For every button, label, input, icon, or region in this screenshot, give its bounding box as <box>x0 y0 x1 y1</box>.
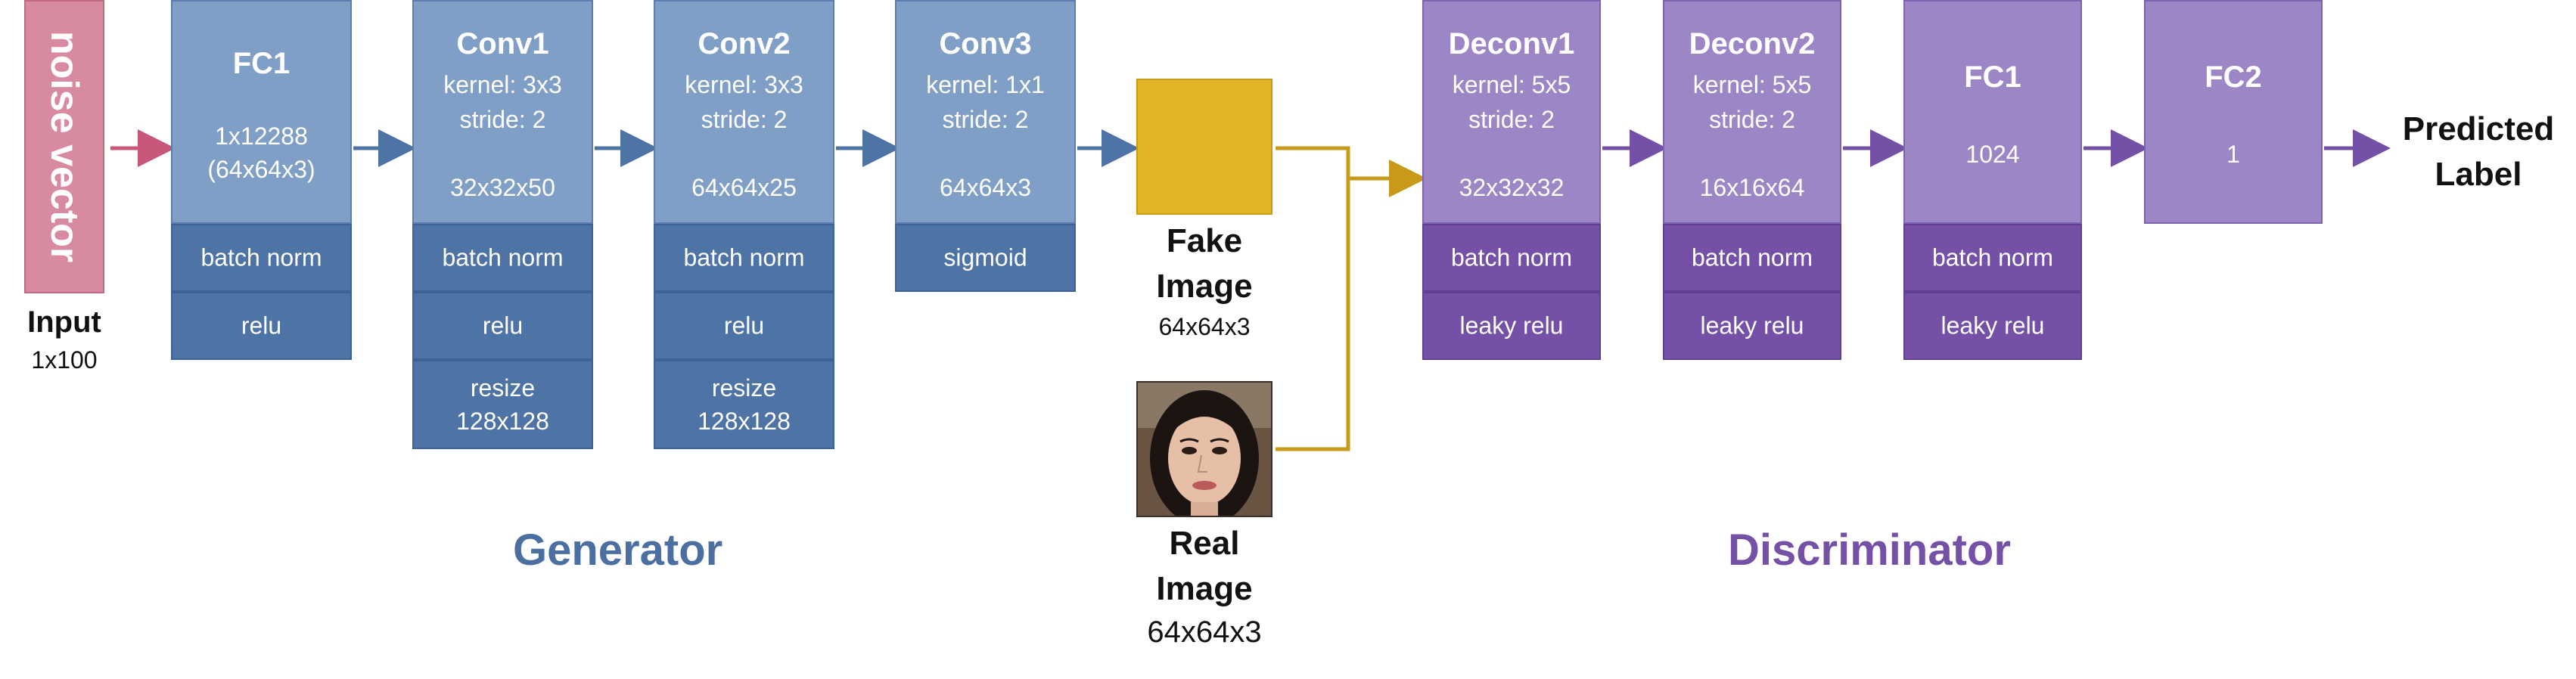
disc-deconv2-leakyrelu: leaky relu <box>1663 292 1841 360</box>
disc-deconv1-output: 32x32x32 <box>1459 174 1565 201</box>
gen-fc1-line2: (64x64x3) <box>207 156 315 183</box>
disc-fc2-output: 1 <box>2226 141 2240 168</box>
gen-conv3-block: Conv3 kernel: 1x1 stride: 2 64x64x3 <box>895 0 1076 224</box>
disc-deconv2-output: 16x16x64 <box>1699 174 1805 201</box>
gen-conv1-output: 32x32x50 <box>450 174 555 201</box>
gen-conv3-kernel: kernel: 1x1 <box>926 71 1045 98</box>
gen-conv1-resize: resize 128x128 <box>412 360 593 449</box>
disc-deconv2-stride: stride: 2 <box>1709 106 1795 133</box>
gen-conv2-batchnorm: batch norm <box>654 224 834 292</box>
gen-conv3-title: Conv3 <box>939 27 1032 60</box>
gen-conv1-relu: relu <box>412 292 593 360</box>
disc-deconv1-kernel: kernel: 5x5 <box>1452 71 1571 98</box>
disc-fc1-leakyrelu: leaky relu <box>1903 292 2082 360</box>
noise-vector-label: noise vector <box>42 30 86 263</box>
disc-fc1-output: 1024 <box>1965 141 2020 168</box>
disc-deconv2-title: Deconv2 <box>1689 27 1816 60</box>
generator-label: Generator <box>513 526 723 575</box>
input-size: 1x100 <box>31 346 98 374</box>
disc-deconv2-batchnorm: batch norm <box>1663 224 1841 292</box>
discriminator-label: Discriminator <box>1728 526 2011 575</box>
gen-fc1-line1: 1x12288 <box>215 122 308 150</box>
output-line1: Predicted <box>2402 110 2555 147</box>
gen-conv2-stride: stride: 2 <box>701 106 788 133</box>
fake-image-size: 64x64x3 <box>1158 313 1251 340</box>
disc-deconv2-kernel: kernel: 5x5 <box>1692 71 1812 98</box>
disc-deconv1-leakyrelu: leaky relu <box>1422 292 1601 360</box>
fake-image-line1: Fake <box>1166 222 1243 259</box>
disc-fc2-title: FC2 <box>2205 60 2262 94</box>
gen-conv1-title: Conv1 <box>456 27 549 60</box>
disc-fc1-title: FC1 <box>1964 60 2021 94</box>
face-photo-icon <box>1138 383 1271 516</box>
real-image-photo <box>1136 381 1272 517</box>
disc-fc1-block: FC1 1024 <box>1903 0 2082 224</box>
disc-deconv1-batchnorm: batch norm <box>1422 224 1601 292</box>
disc-fc1-batchnorm: batch norm <box>1903 224 2082 292</box>
fake-image-line2: Image <box>1156 268 1253 305</box>
gen-conv3-stride: stride: 2 <box>942 106 1029 133</box>
gen-fc1-relu: relu <box>171 292 352 360</box>
gen-conv3-output: 64x64x3 <box>940 174 1031 201</box>
gen-conv1-batchnorm: batch norm <box>412 224 593 292</box>
disc-deconv1-title: Deconv1 <box>1448 27 1575 60</box>
real-image-line2: Image <box>1156 570 1253 607</box>
arrow-real-to-merge <box>1276 178 1350 451</box>
gen-conv2-output: 64x64x25 <box>691 174 797 201</box>
input-title: Input <box>27 305 101 339</box>
disc-deconv1-stride: stride: 2 <box>1468 106 1555 133</box>
gen-fc1-block: FC1 1x12288 (64x64x3) <box>171 0 352 224</box>
noise-vector-box: noise vector <box>24 0 104 293</box>
gen-conv2-relu: relu <box>654 292 834 360</box>
gen-conv2-block: Conv2 kernel: 3x3 stride: 2 64x64x25 <box>654 0 834 224</box>
disc-deconv2-block: Deconv2 kernel: 5x5 stride: 2 16x16x64 <box>1663 0 1841 224</box>
fake-image-box <box>1136 79 1272 215</box>
gen-conv2-resize: resize 128x128 <box>654 360 834 449</box>
disc-fc2-block: FC2 1 <box>2144 0 2323 224</box>
gen-conv1-stride: stride: 2 <box>459 106 546 133</box>
disc-deconv1-block: Deconv1 kernel: 5x5 stride: 2 32x32x32 <box>1422 0 1601 224</box>
real-image-line1: Real <box>1169 525 1240 562</box>
gen-conv2-title: Conv2 <box>698 27 791 60</box>
gen-conv1-kernel: kernel: 3x3 <box>443 71 562 98</box>
gen-fc1-batchnorm: batch norm <box>171 224 352 292</box>
gen-conv3-sigmoid: sigmoid <box>895 224 1076 292</box>
real-image-size: 64x64x3 <box>1147 615 1262 649</box>
arrow-fake-to-merge <box>1276 146 1350 178</box>
gen-conv2-kernel: kernel: 3x3 <box>685 71 803 98</box>
output-line2: Label <box>2435 156 2522 193</box>
gen-conv1-block: Conv1 kernel: 3x3 stride: 2 32x32x50 <box>412 0 593 224</box>
gen-fc1-title: FC1 <box>232 47 291 80</box>
